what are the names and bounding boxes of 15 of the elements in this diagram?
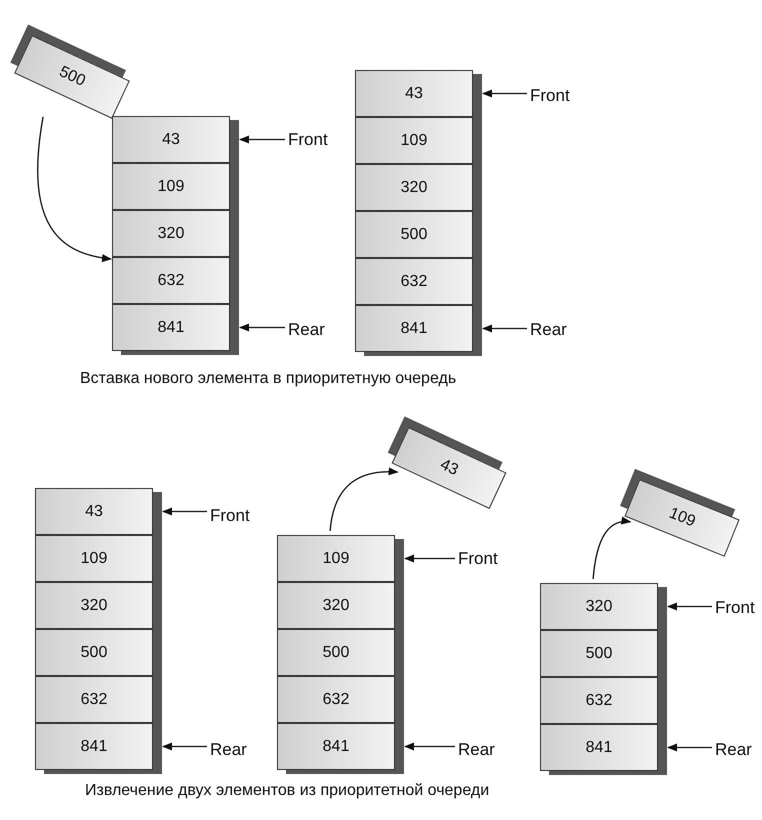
arrow bbox=[329, 468, 399, 532]
pointer-label: Rear bbox=[288, 320, 325, 340]
arrow bbox=[37, 116, 112, 262]
pointer-label: Front bbox=[715, 598, 755, 618]
pointer-label: Rear bbox=[715, 740, 752, 760]
pointer-label: Rear bbox=[530, 320, 567, 340]
pointer-label: Front bbox=[210, 506, 250, 526]
pointer-label: Front bbox=[458, 549, 498, 569]
pointer-label: Front bbox=[530, 86, 570, 106]
caption: Извлечение двух элементов из приоритетной очереди bbox=[85, 782, 490, 800]
pointer-label: Rear bbox=[458, 740, 495, 760]
pointer-label: Front bbox=[288, 130, 328, 150]
caption: Вставка нового элемента в приоритетную очередь bbox=[80, 370, 456, 388]
arrow bbox=[592, 517, 632, 580]
pointer-label: Rear bbox=[210, 740, 247, 760]
